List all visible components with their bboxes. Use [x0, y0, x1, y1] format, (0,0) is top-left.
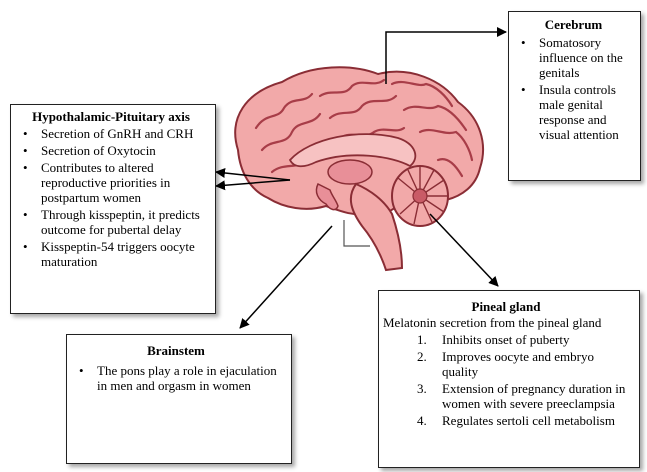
item-number: 4.: [417, 413, 427, 428]
brainstem-item: The pons play a role in ejaculation in m…: [67, 363, 285, 393]
hpa-list: Secretion of GnRH and CRH Secretion of O…: [11, 126, 211, 269]
brainstem-list: The pons play a role in ejaculation in m…: [67, 363, 285, 393]
hpa-item: Contributes to altered reproductive prio…: [11, 160, 211, 205]
item-text: Inhibits onset of puberty: [442, 332, 569, 347]
pineal-intro: Melatonin secretion from the pineal glan…: [379, 315, 633, 330]
brainstem-title: Brainstem: [67, 343, 285, 359]
item-number: 2.: [417, 349, 427, 364]
pineal-title: Pineal gland: [379, 299, 633, 315]
arrow-pineal: [430, 214, 498, 286]
item-text: Improves oocyte and embryo quality: [442, 349, 594, 379]
hpa-box: Hypothalamic-Pituitary axis Secretion of…: [10, 104, 216, 314]
thalamus-shape: [328, 160, 372, 184]
pineal-item: 3. Extension of pregnancy duration in wom…: [379, 381, 633, 411]
brainstem-box: Brainstem The pons play a role in ejacul…: [66, 334, 292, 464]
hpa-title: Hypothalamic-Pituitary axis: [11, 109, 211, 125]
hpa-item: Kisspeptin-54 triggers oocyte maturation: [11, 239, 211, 269]
item-text: Regulates sertoli cell metabolism: [442, 413, 615, 428]
hpa-item: Through kisspeptin, it predicts outcome …: [11, 207, 211, 237]
cerebrum-item: Somatosory influence on the genitals: [509, 35, 638, 80]
pineal-item: 2. Improves oocyte and embryo quality: [379, 349, 633, 379]
hpa-item: Secretion of Oxytocin: [11, 143, 211, 158]
item-number: 3.: [417, 381, 427, 396]
cerebrum-title: Cerebrum: [509, 17, 638, 33]
cerebrum-list: Somatosory influence on the genitals Ins…: [509, 35, 638, 142]
arrow-brainstem: [240, 226, 332, 328]
item-number: 1.: [417, 332, 427, 347]
hpa-item: Secretion of GnRH and CRH: [11, 126, 211, 141]
pineal-box: Pineal gland Melatonin secretion from th…: [378, 290, 640, 468]
cerebellum-shape: [392, 166, 448, 226]
pineal-list: 1. Inhibits onset of puberty 2. Improves o…: [379, 332, 633, 428]
cerebrum-box: Cerebrum Somatosory influence on the gen…: [508, 11, 641, 181]
pineal-item: 4. Regulates sertoli cell metabolism: [379, 413, 633, 428]
cerebrum-item: Insula controls male genital response an…: [509, 82, 638, 142]
pineal-item: 1. Inhibits onset of puberty: [379, 332, 633, 347]
brain-illustration: [235, 67, 483, 270]
item-text: Extension of pregnancy duration in women…: [442, 381, 625, 411]
